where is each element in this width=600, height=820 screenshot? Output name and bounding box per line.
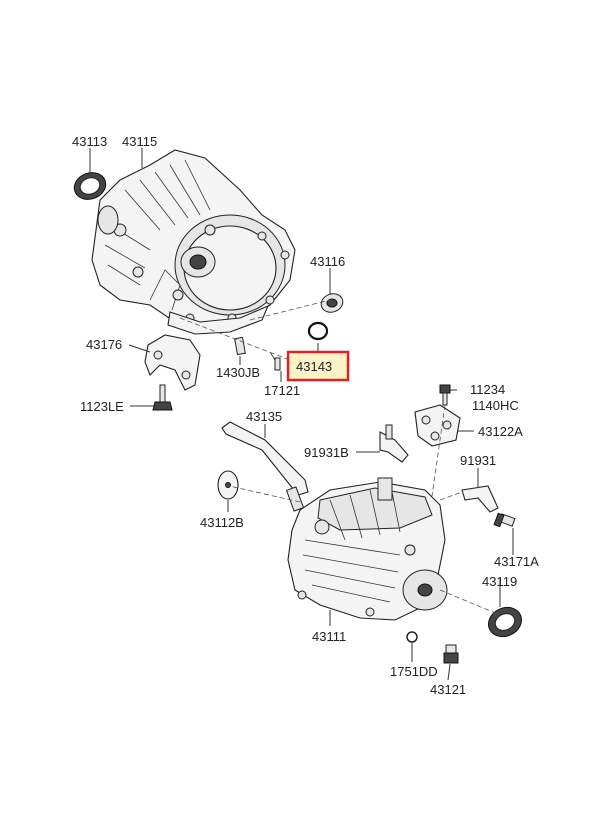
label-43135[interactable]: 43135 [246,409,282,424]
lever-43135-drawing [221,421,309,512]
label-43112b[interactable]: 43112B [200,515,244,530]
label-43171a[interactable]: 43171A [494,554,539,569]
bolt-11234-drawing [439,384,451,406]
clutch-housing-drawing [91,149,296,335]
label-1123le[interactable]: 1123LE [80,399,124,414]
highlight-box [286,350,350,382]
label-1751dd[interactable]: 1751DD [390,664,438,679]
bolt-43171a-drawing [493,512,516,528]
label-91931b[interactable]: 91931B [304,445,349,460]
label-43111[interactable]: 43111 [312,629,346,644]
plug-43121-drawing [443,644,459,664]
part-labels: 43113 43115 43116 43143 43176 1430JB 171… [72,134,539,697]
seal-43119-drawing [487,606,523,638]
ring-1751dd-drawing [406,631,418,643]
label-43122a[interactable]: 43122A [478,424,523,439]
seal-43116-drawing [320,293,344,313]
label-91931[interactable]: 91931 [460,453,496,468]
ring-43143-drawing [307,321,329,341]
label-43116[interactable]: 43116 [310,254,345,269]
label-43115[interactable]: 43115 [122,134,157,149]
label-43119[interactable]: 43119 [482,574,517,589]
bolt-1123le-drawing [152,384,173,411]
seal-43113-drawing [73,172,107,200]
disc-43112b-drawing [217,470,239,500]
label-17121[interactable]: 17121 [264,383,300,398]
sensor-43122a-drawing [414,404,461,447]
transmission-case-drawing [287,477,448,621]
label-43143[interactable]: 43143 [296,359,332,374]
bracket-43176-drawing [144,334,201,391]
leader-lines [89,148,514,681]
label-43113[interactable]: 43113 [72,134,107,149]
label-1140hc[interactable]: 1140HC [472,398,519,413]
bolt-17121-drawing [269,351,281,371]
label-43121[interactable]: 43121 [430,682,466,697]
label-11234[interactable]: 11234 [470,382,505,397]
label-43176[interactable]: 43176 [86,337,122,352]
bracket-91931-drawing [461,485,499,513]
pin-1430jb-drawing [234,336,246,356]
bracket-91931b-drawing [379,424,409,463]
label-1430jb[interactable]: 1430JB [216,365,260,380]
